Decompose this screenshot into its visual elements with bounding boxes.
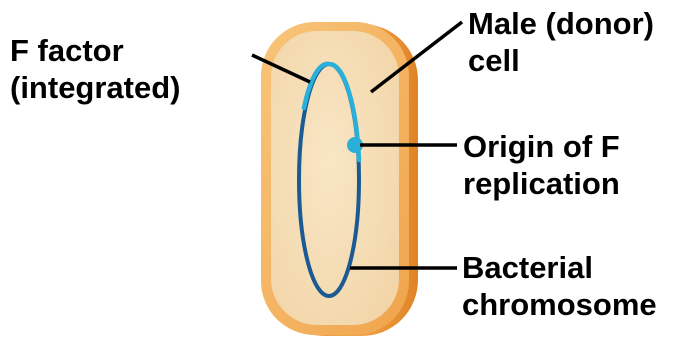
- label-bacterial-chromosome: Bacterial chromosome: [462, 249, 657, 323]
- label-male-cell-line2: cell: [468, 42, 654, 79]
- cell-cytoplasm: [271, 31, 399, 325]
- label-f-factor-line2: (integrated): [10, 69, 181, 106]
- label-f-factor: F factor (integrated): [10, 32, 181, 106]
- label-chromosome-line1: Bacterial: [462, 249, 657, 286]
- label-f-factor-line1: F factor: [10, 32, 181, 69]
- label-origin-line2: replication: [463, 165, 620, 202]
- label-male-cell-line1: Male (donor): [468, 5, 654, 42]
- label-male-donor-cell: Male (donor) cell: [468, 5, 654, 79]
- label-chromosome-line2: chromosome: [462, 286, 657, 323]
- label-origin-line1: Origin of F: [463, 128, 620, 165]
- label-origin-of-replication: Origin of F replication: [463, 128, 620, 202]
